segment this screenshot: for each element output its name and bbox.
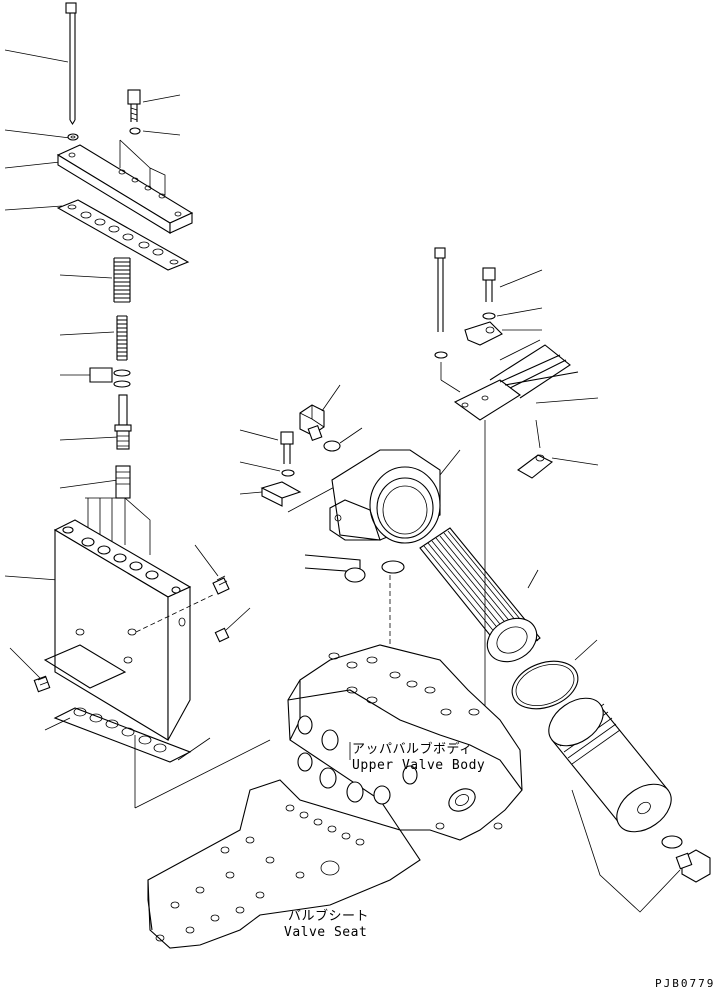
large-o-ring [511,639,598,710]
drawing-code: PJB0779 [655,977,716,990]
spring-large [113,257,131,303]
center-bracket [239,481,341,513]
cover-plate [56,139,194,234]
strainer-element [419,527,541,663]
valve-piston [85,465,151,555]
long-bolt-right [434,247,461,393]
accumulator-piston [548,697,672,833]
plug-and-oring-right [571,789,711,913]
bracket-bolt [482,267,543,320]
plugs-right-of-block [194,544,251,643]
center-bolt [239,429,295,477]
wire-clamp [484,419,599,735]
valve-seat-plate [147,779,421,949]
valve-seat-en-label: Valve Seat [284,925,368,940]
valve-seat-jp-label: バルブシート [288,909,370,924]
upper-valve-body-en-label: Upper Valve Body [352,758,486,773]
leader-lines-left [4,49,119,731]
spacer-washers [89,367,131,388]
o-rings-center [304,554,405,672]
cap-screw-small [127,89,181,136]
spring-small [116,315,128,361]
plug-bottom-left [33,675,51,693]
valve-spool [114,394,132,450]
filter-housing [329,449,461,544]
connector-bracket [453,339,599,421]
long-bolt-left [65,2,79,141]
left-valve-block [53,519,216,741]
plate-gasket [56,199,190,271]
upper-valve-body [287,644,523,841]
upper-valve-body-jp-label: アッパバルブボディ [352,742,473,757]
clip [464,321,542,346]
lower-gasket-left [43,644,271,809]
plug-fitting [299,384,363,452]
